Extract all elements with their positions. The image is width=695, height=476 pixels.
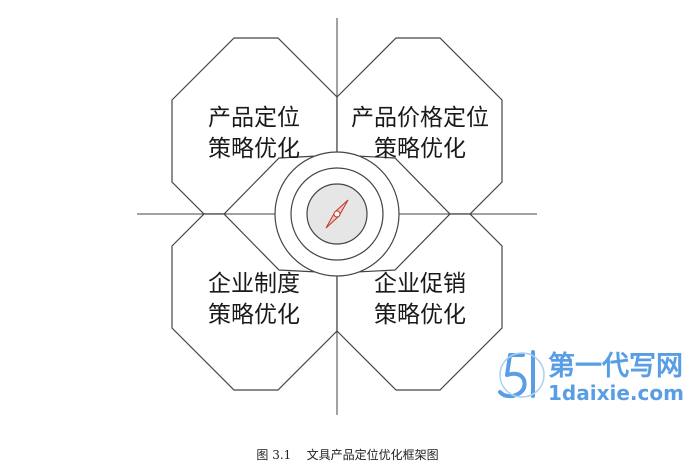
quadrant-top-left-line2: 策略优化 <box>208 136 300 162</box>
figure-caption: 图 3.1 文具产品定位优化框架图 <box>256 448 439 462</box>
quadrant-top-right <box>336 37 503 215</box>
watermark-url: 1daixie.com <box>548 381 684 405</box>
quadrant-top-right-line2: 策略优化 <box>374 136 466 162</box>
quadrant-top-right-line1: 产品价格定位 <box>351 105 489 131</box>
quadrant-bottom-right <box>336 213 503 391</box>
compass-pivot-icon <box>333 210 341 218</box>
quadrant-bottom-left-line1: 企业制度 <box>208 271 300 297</box>
watermark-text: 第一代写网 <box>548 350 683 382</box>
quadrant-bottom-right-line1: 企业促销 <box>374 271 466 297</box>
quadrant-top-left <box>171 37 338 215</box>
quadrant-top-left-line1: 产品定位 <box>208 105 300 131</box>
quadrant-bottom-right-line2: 策略优化 <box>374 302 466 328</box>
51-logo-icon <box>498 350 545 399</box>
watermark: 第一代写网 1daixie.com <box>498 350 684 405</box>
quadrant-bottom-left-line2: 策略优化 <box>208 302 300 328</box>
